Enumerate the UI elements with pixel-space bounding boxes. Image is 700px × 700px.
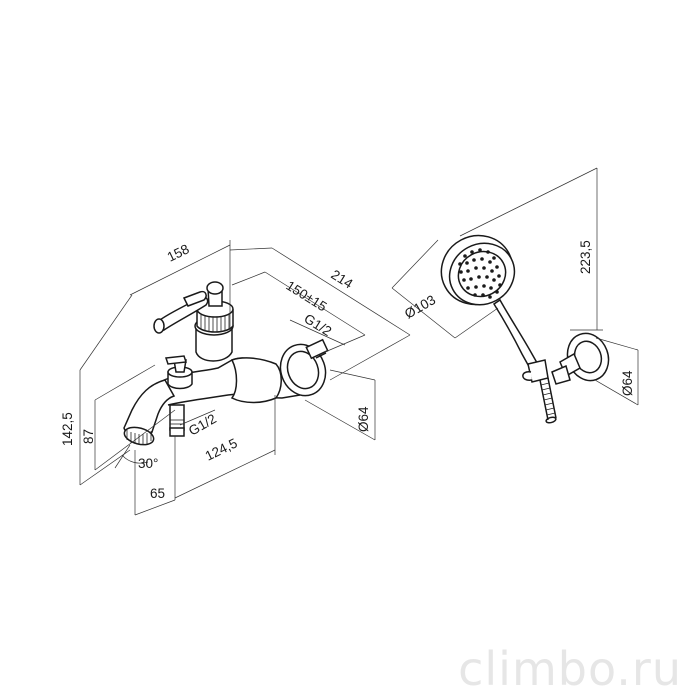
- dim-87: 87: [81, 429, 96, 444]
- mixer-dimension-lines: [79, 240, 411, 516]
- shower-dimension-lines: [391, 167, 639, 406]
- dim-g12-top: G1/2: [301, 311, 334, 339]
- dim-214: 214: [328, 267, 355, 292]
- dim-d64-mixer: Ø64: [356, 406, 371, 432]
- dim-158: 158: [165, 241, 192, 264]
- dim-65: 65: [150, 486, 165, 501]
- bath-mixer: [123, 281, 329, 446]
- nozzle-dots: [458, 248, 502, 299]
- watermark-logo: climbo.ru: [458, 642, 682, 696]
- dim-142-5: 142,5: [60, 412, 75, 446]
- dim-150-15: 150±15: [283, 278, 329, 315]
- dim-d64-holder: Ø64: [620, 370, 635, 396]
- dim-g12-bottom: G1/2: [186, 411, 219, 439]
- dim-30-degrees: 30°: [138, 456, 158, 471]
- dim-223-5: 223,5: [578, 240, 593, 274]
- hand-shower-set: [440, 234, 610, 424]
- dim-124-5: 124,5: [203, 435, 240, 463]
- dim-d103: Ø103: [402, 292, 438, 322]
